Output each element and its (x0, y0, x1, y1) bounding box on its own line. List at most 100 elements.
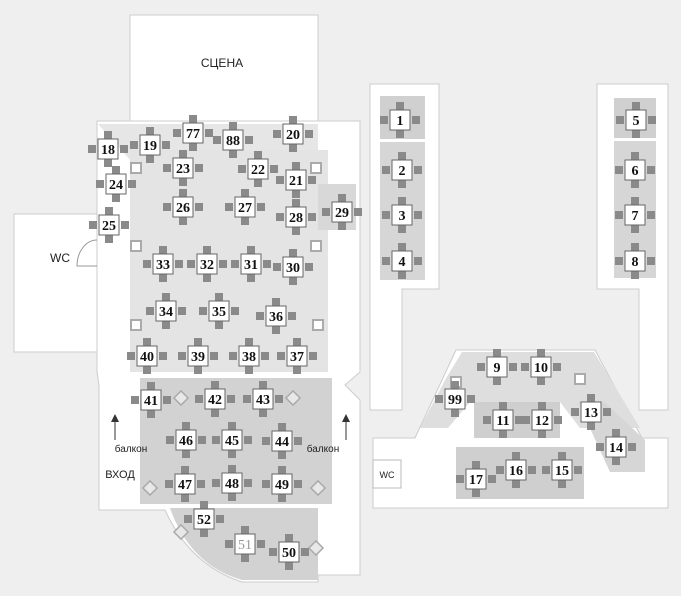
chair (294, 480, 302, 488)
chair (245, 366, 253, 374)
wc-right-room (372, 459, 402, 489)
table-28[interactable]: 28 (276, 199, 316, 235)
chair (289, 116, 297, 124)
table-top (252, 388, 274, 410)
chair (269, 548, 277, 556)
table-25[interactable]: 25 (89, 207, 129, 243)
table-42[interactable]: 42 (195, 381, 235, 417)
table-24[interactable]: 24 (96, 166, 136, 202)
table-4[interactable]: 4 (382, 243, 422, 279)
chair (203, 246, 211, 254)
table-44[interactable]: 44 (262, 423, 302, 459)
chair (499, 430, 507, 438)
table-17[interactable]: 17 (456, 461, 496, 497)
table-9[interactable]: 9 (477, 349, 517, 385)
table-22[interactable]: 22 (238, 151, 278, 187)
table-77[interactable]: 77 (173, 115, 213, 151)
table-number: 35 (212, 305, 226, 320)
table-88[interactable]: 88 (213, 122, 253, 158)
chair (211, 409, 219, 417)
table-23[interactable]: 23 (163, 150, 203, 186)
chair (227, 395, 235, 403)
chair (571, 408, 579, 416)
chair (278, 466, 286, 474)
table-number: 8 (632, 255, 639, 270)
table-18[interactable]: 18 (88, 131, 128, 167)
table-13[interactable]: 13 (571, 394, 611, 430)
table-top (240, 253, 262, 275)
chair (467, 395, 475, 403)
table-8[interactable]: 8 (615, 243, 655, 279)
table-31[interactable]: 31 (231, 246, 271, 282)
chair (538, 402, 546, 410)
table-14[interactable]: 14 (596, 429, 636, 465)
table-5[interactable]: 5 (616, 102, 656, 138)
table-16[interactable]: 16 (496, 452, 536, 488)
table-29[interactable]: 29 (322, 194, 362, 230)
table-top (285, 169, 307, 191)
table-52[interactable]: 52 (184, 501, 224, 537)
table-11[interactable]: 11 (483, 402, 523, 438)
table-21[interactable]: 21 (276, 162, 316, 198)
table-51[interactable]: 51 (225, 526, 265, 562)
chair (396, 102, 404, 110)
table-1[interactable]: 1 (380, 102, 420, 138)
table-34[interactable]: 34 (146, 293, 186, 329)
chair (305, 130, 313, 138)
table-38[interactable]: 38 (229, 338, 269, 374)
table-39[interactable]: 39 (178, 338, 218, 374)
chair (615, 166, 623, 174)
table-number: 25 (102, 219, 116, 234)
table-top (208, 300, 230, 322)
table-30[interactable]: 30 (273, 249, 313, 285)
table-45[interactable]: 45 (212, 422, 252, 458)
table-3[interactable]: 3 (382, 197, 422, 233)
column-square (130, 319, 142, 331)
table-27[interactable]: 27 (225, 189, 265, 225)
table-number: 43 (256, 393, 270, 408)
table-49[interactable]: 49 (262, 466, 302, 502)
table-26[interactable]: 26 (163, 189, 203, 225)
table-number: 30 (286, 261, 300, 276)
table-43[interactable]: 43 (243, 381, 283, 417)
table-36[interactable]: 36 (256, 298, 296, 334)
table-35[interactable]: 35 (199, 293, 239, 329)
table-48[interactable]: 48 (212, 465, 252, 501)
table-19[interactable]: 19 (130, 127, 170, 163)
chair (308, 176, 316, 184)
table-47[interactable]: 47 (165, 466, 205, 502)
table-7[interactable]: 7 (615, 197, 655, 233)
table-15[interactable]: 15 (542, 452, 582, 488)
chair (278, 423, 286, 431)
table-top (238, 345, 260, 367)
table-32[interactable]: 32 (187, 246, 227, 282)
table-6[interactable]: 6 (615, 152, 655, 188)
chair (159, 352, 167, 360)
chair (163, 396, 171, 404)
table-top (530, 356, 552, 378)
chair (412, 116, 420, 124)
column-square (310, 162, 322, 174)
table-top (391, 159, 413, 181)
chair (477, 363, 485, 371)
column-square (312, 319, 324, 331)
table-2[interactable]: 2 (382, 152, 422, 188)
table-number: 41 (144, 394, 158, 409)
chair (146, 127, 154, 135)
chair (472, 489, 480, 497)
chair (241, 554, 249, 562)
table-40[interactable]: 40 (127, 338, 167, 374)
table-50[interactable]: 50 (269, 534, 309, 570)
chair (631, 197, 639, 205)
table-46[interactable]: 46 (166, 422, 206, 458)
table-37[interactable]: 37 (277, 338, 317, 374)
table-10[interactable]: 10 (521, 349, 561, 385)
table-33[interactable]: 33 (143, 246, 183, 282)
table-99[interactable]: 99 (435, 381, 475, 417)
table-41[interactable]: 41 (131, 382, 171, 418)
chair (179, 189, 187, 197)
chair (247, 246, 255, 254)
table-12[interactable]: 12 (522, 402, 562, 438)
table-20[interactable]: 20 (273, 116, 313, 152)
chair (338, 194, 346, 202)
